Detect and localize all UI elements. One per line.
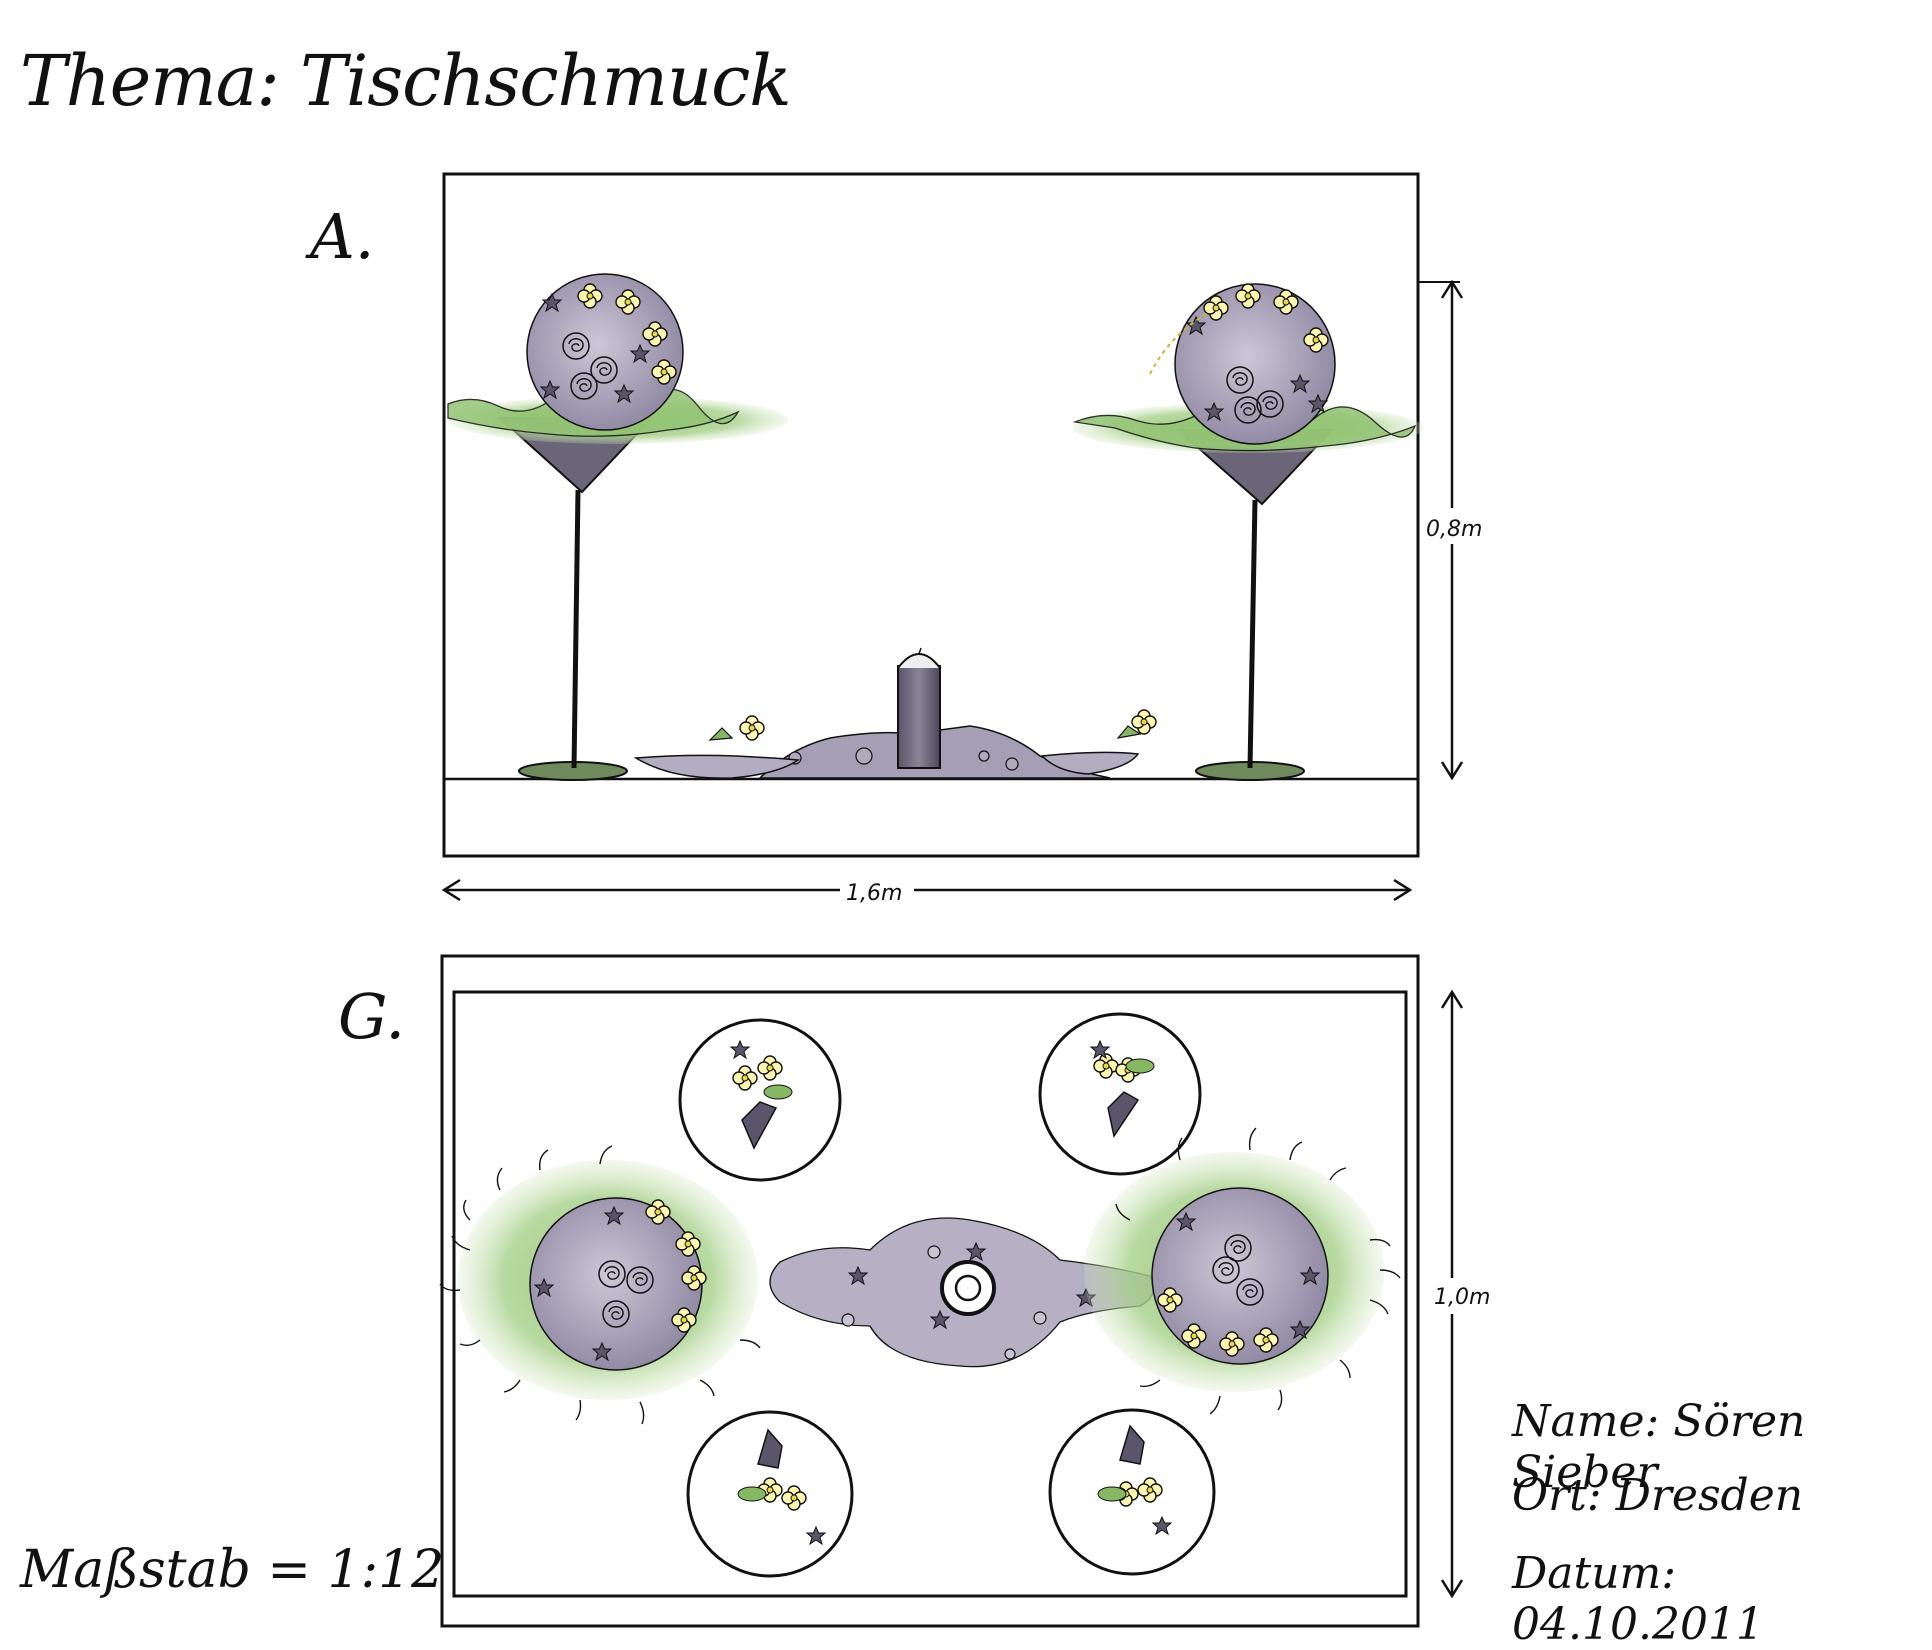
right-stand [1072,283,1423,781]
elevation-frame [442,172,1420,858]
elevation-view: 0,8m 1,6m [441,172,1484,908]
location: Ort: Dresden [1512,1470,1804,1521]
left-ball-arrangement [526,273,684,431]
left-stand [447,273,788,781]
elevation-dimensions: 0,8m 1,6m [441,279,1484,908]
plan-outer-frame [440,954,1420,1628]
candle [897,665,941,769]
date: Datum: 04.10.2011 [1512,1548,1764,1650]
plan-view: 1,0m [439,954,1492,1628]
plan-table-outline [452,990,1408,1598]
place-setting-top-right [1038,1012,1202,1176]
page-title: Thema: Tischschmuck [20,40,792,122]
left-moss-arrangement [439,1145,761,1425]
left-tray [633,754,801,779]
plan-height-dimension: 1,0m [1434,1285,1490,1310]
elevation-height-dimension: 0,8m [1426,517,1482,542]
elevation-view-label: A. [310,200,375,273]
place-setting-top-left [678,1018,842,1182]
right-ball-arrangement [1174,283,1336,445]
plan-view-label: G. [338,980,406,1053]
right-tray [1040,751,1140,775]
center-runner [769,1217,1154,1368]
scale-label: Maßstab = 1:12 [20,1540,445,1600]
candle-top-view [940,1260,996,1316]
right-moss-arrangement [1084,1127,1401,1415]
center-arrangement [633,647,1157,779]
place-setting-bottom-right [1048,1408,1216,1576]
place-setting-bottom-left [686,1410,854,1578]
plan-dimensions: 1,0m [1428,989,1492,1599]
elevation-width-dimension: 1,6m [846,881,902,906]
author-name: Name: Sören Sieber [1512,1396,1806,1498]
